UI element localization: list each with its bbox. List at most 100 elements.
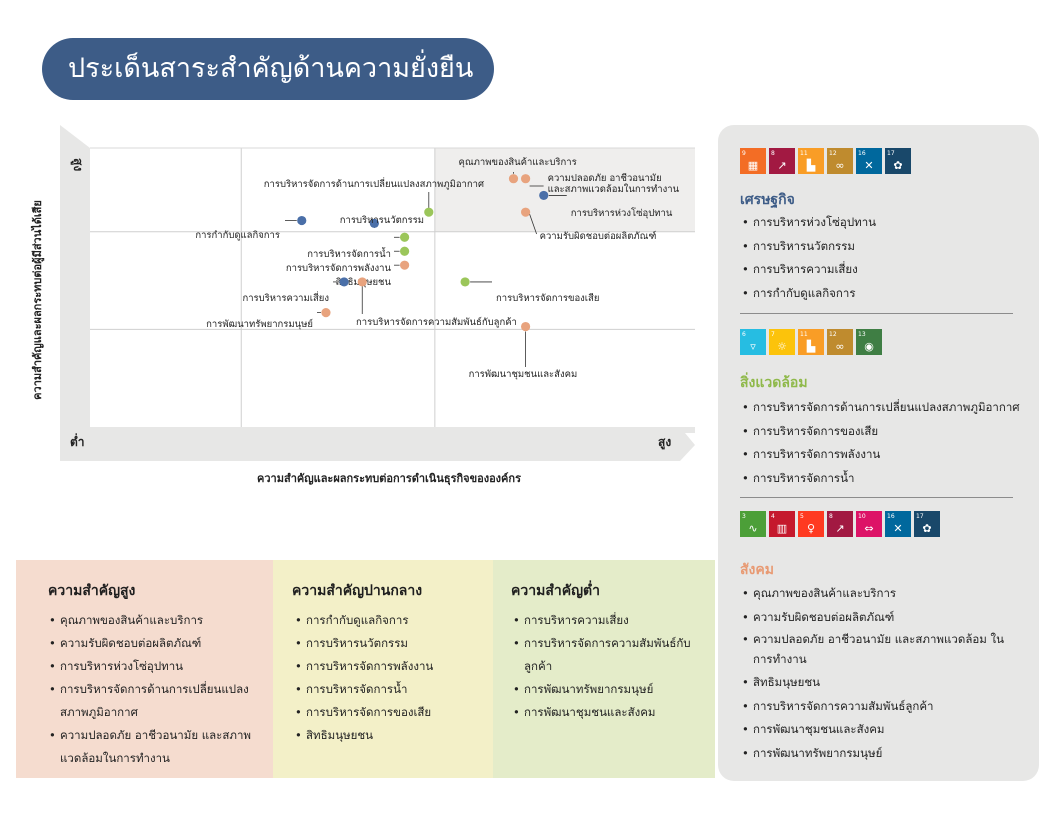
list-item: การบริหารจัดการน้ำ [740,467,1038,491]
point-label: การบริหารความเสี่ยง [242,291,329,304]
list-item: คุณภาพของสินค้าและบริการ [48,609,258,632]
sdg-glyph: ▙ [806,340,816,353]
list-item: การบริหารจัดการความสัมพันธ์ลูกค้า [740,695,1038,719]
sdg-glyph: ✕ [864,159,874,172]
sdg-8-icon: 8↗ [769,148,795,174]
sdg-number: 17 [916,513,924,520]
point-label: การบริหารจัดการของเสีย [496,292,599,304]
x-axis-low-label: ต่ำ [70,433,85,449]
point-label: การบริหารจัดการพลังงาน [286,263,392,274]
list-item: การพัฒนาทรัพยากรมนุษย์ [740,742,1038,766]
data-point [424,207,434,217]
list-item: คุณภาพของสินค้าและบริการ [740,582,1038,606]
list-item: การบริหารจัดการพลังงาน [294,655,484,678]
environment-heading: สิ่งแวดล้อม [740,375,808,391]
list-item: ความปลอดภัย อาชีวอนามัย และสภาพแวดล้อมใน… [48,724,258,770]
sdg-7-icon: 7☼ [769,329,795,355]
sdg-glyph: ◉ [864,340,874,353]
point-label: ความปลอดภัย อาชีวอนามัยและสภาพแวดล้อมในก… [548,172,680,195]
point-label: ความรับผิดชอบต่อผลิตภัณฑ์ [540,230,657,242]
sdg-glyph: ▿ [750,340,756,353]
data-point [400,232,410,242]
point-label: การบริหารจัดการด้านการเปลี่ยนแปลงสภาพภูม… [264,177,484,190]
band-low-title: ความสำคัญต่ำ [511,583,600,599]
point-label: การบริหารจัดการความสัมพันธ์กับลูกค้า [356,316,517,328]
sdg-11-icon: 11 ▙ [798,148,824,174]
sdg-12-icon: 12∞ [827,148,853,174]
sdg-glyph: ▙ [806,159,816,172]
sdg-number: 13 [858,331,866,338]
point-label: การพัฒนาทรัพยากรมนุษย์ [206,318,313,330]
list-item: การกำกับดูแลกิจการ [740,282,1038,306]
economy-heading: เศรษฐกิจ [740,192,795,208]
data-point [521,321,531,332]
data-point [321,308,331,318]
sdg-number: 17 [887,150,895,157]
data-point [539,190,549,201]
sdg-number: 6 [742,331,746,338]
divider [740,497,1013,498]
list-item: สิทธิมนุษยชน [294,724,484,747]
environment-sdg-icons: 6▿7☼11▙12∞13◉ [740,329,882,355]
economy-sdg-icons: 9▦8↗ 11 ▙ 12∞ 16 ✕ 17 ✿ [740,148,911,174]
list-item: สิทธิมนุษยชน [740,671,1038,695]
divider [740,313,1013,314]
sdg-number: 16 [858,150,866,157]
band-high-list: คุณภาพของสินค้าและบริการ ความรับผิดชอบต่… [48,609,258,770]
sdg-glyph: ⇔ [864,522,874,535]
sdg-glyph: ✿ [893,159,903,172]
sdg-glyph: ∿ [748,522,758,535]
data-point [508,174,519,184]
sdg-9-icon: 9▦ [740,148,766,174]
sdg-glyph: ↗ [835,522,845,535]
sdg-number: 3 [742,513,746,520]
data-point [357,277,367,287]
point-label: การบริหารจัดการน้ำ [307,247,391,260]
sdg-glyph: ✿ [922,522,932,535]
data-point [460,277,470,287]
sdg-glyph: ♀ [806,522,816,535]
sdg-number: 11 [800,331,808,338]
band-medium-list: การกำกับดูแลกิจการ การบริหารนวัตกรรม การ… [294,609,484,747]
data-point [400,260,410,270]
list-item: การบริหารความเสี่ยง [740,258,1038,282]
sdg-16-icon: 16✕ [885,511,911,537]
sdg-number: 11 [800,150,808,157]
page-title: ประเด็นสาระสำคัญด้านความยั่งยืน [68,53,474,84]
list-item: การบริหารจัดการของเสีย [740,420,1038,444]
list-item: การบริหารจัดการด้านการเปลี่ยนแปลงสภาพภูม… [740,396,1038,420]
band-medium-title: ความสำคัญปานกลาง [292,583,423,599]
sdg-number: 7 [771,331,775,338]
list-item: การบริหารห่วงโซ่อุปทาน [48,655,258,678]
sdg-glyph: ▥ [776,522,788,535]
list-item: ความรับผิดชอบต่อผลิตภัณฑ์ [740,606,1038,630]
point-label: การกำกับดูแลกิจการ [195,230,280,241]
data-point [369,218,379,228]
economy-list: การบริหารห่วงโซ่อุปทาน การบริหารนวัตกรรม… [740,211,1038,305]
list-item: การบริหารจัดการด้านการเปลี่ยนแปลงสภาพภูม… [48,678,258,724]
sdg-number: 10 [858,513,866,520]
social-sdg-icons: 3∿4▥5♀8↗10⇔16✕17✿ [740,511,940,537]
sdg-5-icon: 5♀ [798,511,824,537]
sdg-glyph: ✕ [893,522,903,535]
social-heading: สังคม [740,562,774,578]
sdg-12-icon: 12∞ [827,329,853,355]
y-axis-title: ความสำคัญและผลกระทบต่อผู้มีส่วนได้เสีย [30,200,45,400]
title-banner [42,38,494,100]
point-label: คุณภาพของสินค้าและบริการ [459,157,577,168]
list-item: ความปลอดภัย อาชีวอนามัย และสภาพแวดล้อม ใ… [740,629,1021,671]
band-high-title: ความสำคัญสูง [48,583,136,599]
sdg-glyph: ∞ [835,159,845,172]
sdg-17-icon: 17 ✿ [914,511,940,537]
sdg-glyph: ∞ [835,340,845,353]
list-item: ความรับผิดชอบต่อผลิตภัณฑ์ [48,632,258,655]
list-item: การพัฒนาชุมชนและสังคม [512,701,707,724]
sdg-16-icon: 16 ✕ [856,148,882,174]
list-item: การบริหารจัดการน้ำ [294,678,484,701]
point-label: การพัฒนาชุมชนและสังคม [469,369,578,380]
y-axis-arrow [60,125,90,427]
list-item: การบริหารจัดการพลังงาน [740,443,1038,467]
sdg-glyph: ▦ [747,159,759,172]
sdg-10-icon: 10 ⇔ [856,511,882,537]
sdg-6-icon: 6▿ [740,329,766,355]
